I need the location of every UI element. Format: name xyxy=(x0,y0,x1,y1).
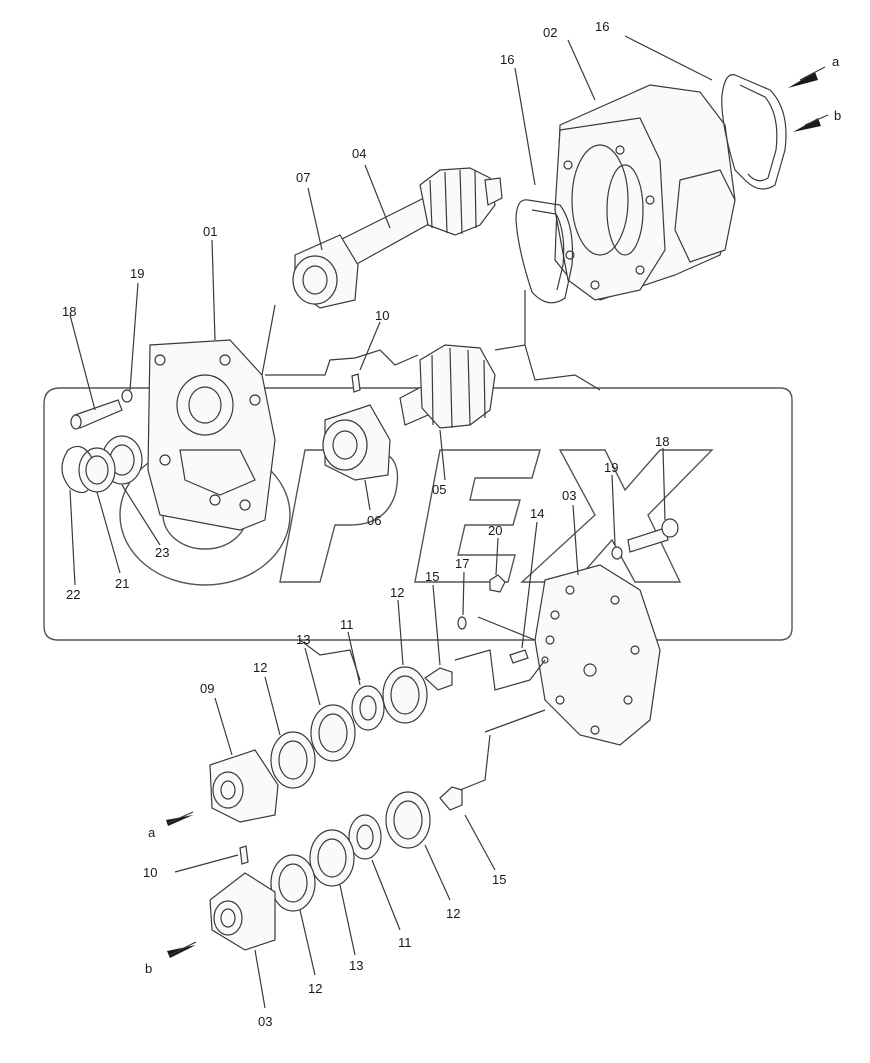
plug-15-top xyxy=(424,667,453,691)
label-09: 09 xyxy=(200,681,214,696)
label-10-top: 10 xyxy=(375,308,389,323)
label-12-right: 12 xyxy=(446,906,460,921)
housing-02 xyxy=(554,84,736,301)
seal-21 xyxy=(78,447,116,493)
label-11-bottom: 11 xyxy=(398,935,412,950)
label-10-bottom: 10 xyxy=(143,865,157,880)
label-15-bottom: 15 xyxy=(492,872,506,887)
ring-12-mid xyxy=(270,731,316,789)
plate-01 xyxy=(147,339,276,531)
dowel-pin-10-top xyxy=(351,373,361,393)
washer-19-left xyxy=(121,389,133,403)
bolt-18-right xyxy=(627,518,679,553)
label-20: 20 xyxy=(488,523,502,538)
labels: 02 16 a b 16 04 07 01 19 18 10 05 06 23 … xyxy=(62,19,841,1029)
arrow-b-bottom xyxy=(167,941,197,958)
label-06: 06 xyxy=(367,513,381,528)
bolt-18-left xyxy=(70,399,123,430)
label-12-mid: 12 xyxy=(253,660,267,675)
seal-12-right xyxy=(385,791,431,849)
label-12-bottom: 12 xyxy=(308,981,322,996)
label-03-right: 03 xyxy=(562,488,576,503)
label-14: 14 xyxy=(530,506,544,521)
label-13-top: 13 xyxy=(296,632,310,647)
housing-face xyxy=(554,117,666,301)
label-17: 17 xyxy=(455,556,469,571)
label-01: 01 xyxy=(203,224,217,239)
watermark-letter-x xyxy=(520,449,714,583)
label-13-bottom: 13 xyxy=(349,958,363,973)
bearing-07 xyxy=(292,234,359,309)
plate-03-right xyxy=(534,564,661,746)
label-19-left: 19 xyxy=(130,266,144,281)
label-16-mid: 16 xyxy=(500,52,514,67)
label-18-right: 18 xyxy=(655,434,669,449)
label-a-bottom: a xyxy=(148,825,156,840)
plug-15-bottom xyxy=(439,786,463,811)
watermark-letter-e xyxy=(414,449,541,583)
label-02: 02 xyxy=(543,25,557,40)
ring-13-bottom xyxy=(309,829,355,887)
label-18-left: 18 xyxy=(62,304,76,319)
label-22: 22 xyxy=(66,587,80,602)
label-a-top: a xyxy=(832,54,840,69)
watermark xyxy=(43,387,793,641)
dowel-pin-10-bottom xyxy=(239,845,249,865)
snap-ring-22 xyxy=(61,445,93,494)
part-17 xyxy=(457,616,467,630)
label-15-top: 15 xyxy=(425,569,439,584)
label-07: 07 xyxy=(296,170,310,185)
label-03-bottom: 03 xyxy=(258,1014,272,1029)
label-23: 23 xyxy=(155,545,169,560)
label-b-bottom: b xyxy=(145,961,152,976)
arrow-a-bottom xyxy=(166,811,194,826)
seal-ring-16-mid xyxy=(515,199,574,304)
bearing-06 xyxy=(322,404,391,481)
gear-05 xyxy=(399,344,496,429)
ring-11-bottom xyxy=(348,814,382,860)
port-block-09 xyxy=(209,749,279,823)
label-04: 04 xyxy=(352,146,366,161)
arrow-a-top xyxy=(788,66,826,88)
arrow-b-top xyxy=(793,114,829,132)
seal-12-top xyxy=(382,666,428,724)
washer-19-right xyxy=(611,546,623,560)
pin-14 xyxy=(509,649,529,664)
label-11-top: 11 xyxy=(340,617,354,632)
ring-12-bottom xyxy=(270,854,316,912)
shaft-04 xyxy=(339,167,503,266)
label-b-top: b xyxy=(834,108,841,123)
label-12-top: 12 xyxy=(390,585,404,600)
port-block-03-bottom xyxy=(209,872,276,951)
leader-lines xyxy=(69,35,713,1009)
label-16-top: 16 xyxy=(595,19,609,34)
ring-13-top xyxy=(310,704,356,762)
label-19-right: 19 xyxy=(604,460,618,475)
ring-11-top xyxy=(351,685,385,731)
seal-ring-16-right xyxy=(721,74,787,190)
watermark-frame xyxy=(43,387,793,641)
label-21: 21 xyxy=(115,576,129,591)
part-20 xyxy=(489,574,506,593)
label-05: 05 xyxy=(432,482,446,497)
